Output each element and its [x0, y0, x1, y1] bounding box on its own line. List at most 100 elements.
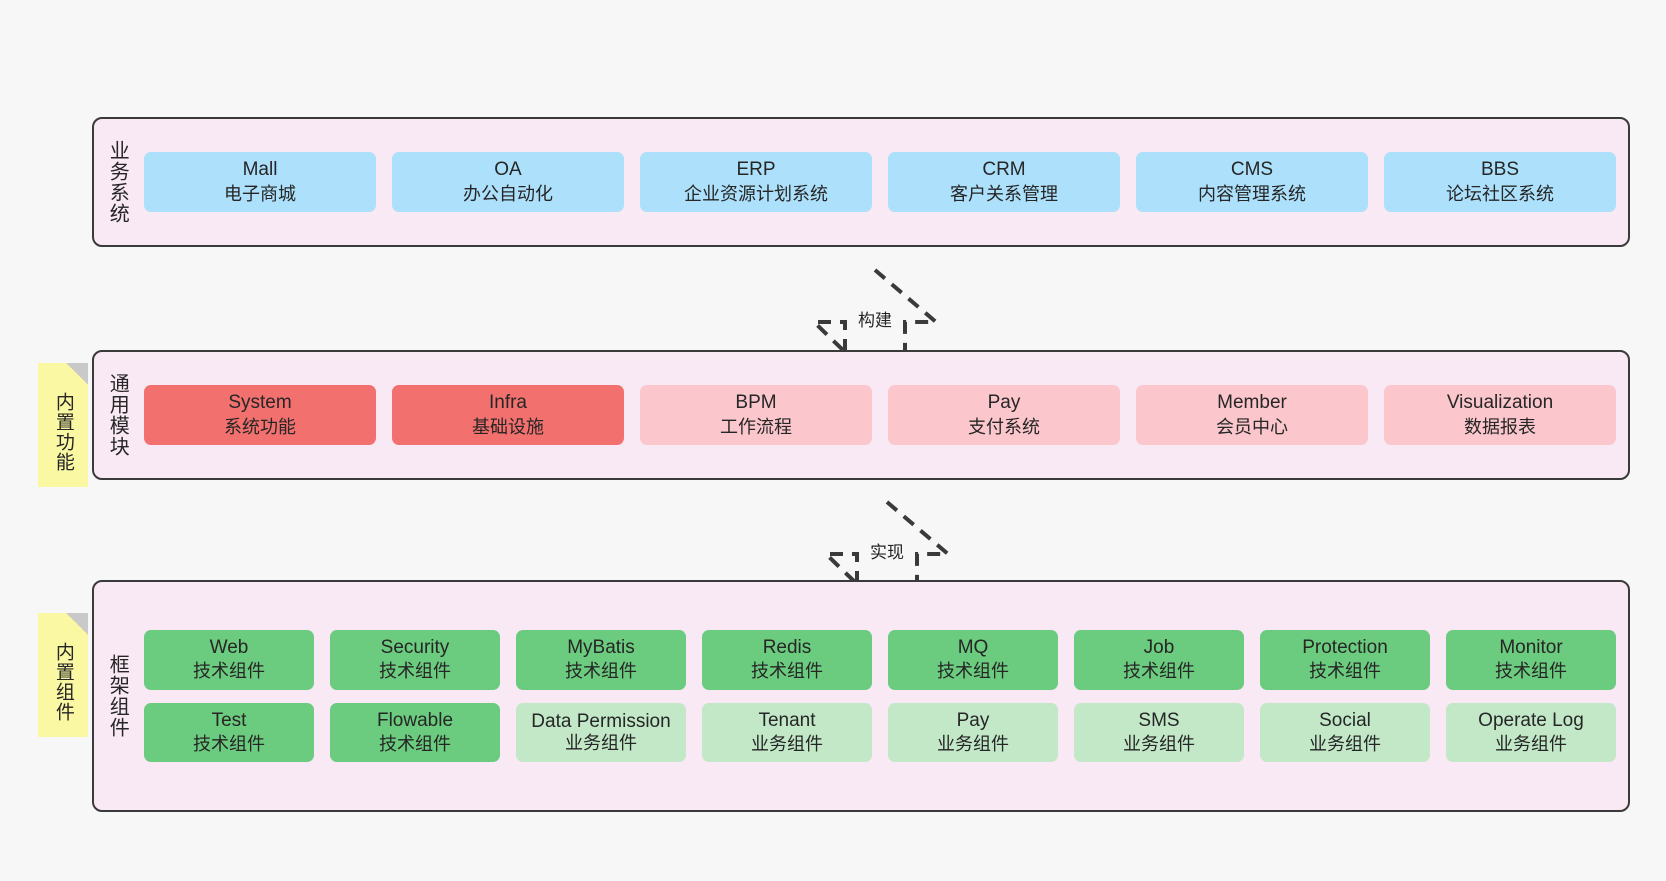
card-pay[interactable]: Pay 支付系统 — [888, 385, 1120, 445]
card-subtitle: 工作流程 — [720, 416, 792, 437]
card-subtitle: 技术组件 — [1495, 661, 1567, 682]
layer-body-framework-components: Web 技术组件 Security 技术组件 MyBatis 技术组件 Redi… — [140, 582, 1628, 810]
card-subtitle: 会员中心 — [1216, 416, 1288, 437]
card-monitor[interactable]: Monitor 技术组件 — [1446, 630, 1616, 690]
card-row: Mall 电子商城 OA 办公自动化 ERP 企业资源计划系统 CRM 客户关系… — [144, 152, 1616, 212]
layer-title-framework-components: 框架组件 — [106, 654, 129, 738]
card-erp[interactable]: ERP 企业资源计划系统 — [640, 152, 872, 212]
card-mq[interactable]: MQ 技术组件 — [888, 630, 1058, 690]
card-cms[interactable]: CMS 内容管理系统 — [1136, 152, 1368, 212]
sticky-note-builtin-features: 内置功能 — [38, 363, 88, 487]
card-pay-business[interactable]: Pay 业务组件 — [888, 702, 1058, 762]
card-title: Tenant — [758, 709, 816, 731]
card-title: Member — [1217, 392, 1287, 414]
layer-body-common-modules: System 系统功能 Infra 基础设施 BPM 工作流程 Pay 支付系统… — [140, 352, 1628, 478]
card-title: Data Permission — [531, 710, 671, 732]
connector-build-label: 构建 — [856, 306, 894, 331]
connector-implement-label: 实现 — [868, 538, 906, 563]
card-title: Web — [209, 637, 249, 659]
card-subtitle: 办公自动化 — [463, 183, 553, 204]
card-subtitle: 技术组件 — [193, 661, 265, 682]
card-subtitle: 技术组件 — [1123, 661, 1195, 682]
arrow-up-dashed-icon — [821, 500, 954, 589]
layer-title-common-modules: 通用模块 — [106, 373, 129, 457]
card-row: Web 技术组件 Security 技术组件 MyBatis 技术组件 Redi… — [144, 630, 1616, 690]
card-title: Security — [380, 637, 450, 659]
card-subtitle: 业务组件 — [1309, 733, 1381, 754]
card-subtitle: 论坛社区系统 — [1446, 183, 1554, 204]
card-title: OA — [494, 159, 522, 181]
card-title: Redis — [762, 637, 812, 659]
card-title: Social — [1319, 709, 1371, 731]
card-subtitle: 数据报表 — [1464, 416, 1536, 437]
card-title: Test — [211, 709, 247, 731]
card-subtitle: 业务组件 — [751, 733, 823, 754]
card-row: System 系统功能 Infra 基础设施 BPM 工作流程 Pay 支付系统… — [144, 385, 1616, 445]
card-subtitle: 电子商城 — [224, 183, 296, 204]
card-row: Test 技术组件 Flowable 技术组件 Data Permission … — [144, 702, 1616, 762]
card-mall[interactable]: Mall 电子商城 — [144, 152, 376, 212]
card-job[interactable]: Job 技术组件 — [1074, 630, 1244, 690]
card-title: Protection — [1302, 637, 1388, 659]
layer-body-business-systems: Mall 电子商城 OA 办公自动化 ERP 企业资源计划系统 CRM 客户关系… — [140, 119, 1628, 245]
card-visualization[interactable]: Visualization 数据报表 — [1384, 385, 1616, 445]
card-title: System — [228, 392, 292, 414]
card-subtitle: 技术组件 — [193, 733, 265, 754]
card-title: SMS — [1138, 709, 1180, 731]
card-security[interactable]: Security 技术组件 — [330, 630, 500, 690]
card-redis[interactable]: Redis 技术组件 — [702, 630, 872, 690]
card-title: Operate Log — [1478, 709, 1584, 731]
card-title: Monitor — [1499, 637, 1563, 659]
arrow-up-dashed-icon — [809, 268, 942, 357]
card-subtitle: 技术组件 — [379, 661, 451, 682]
card-subtitle: 内容管理系统 — [1198, 183, 1306, 204]
card-crm[interactable]: CRM 客户关系管理 — [888, 152, 1120, 212]
card-title: BPM — [735, 392, 777, 414]
card-sms[interactable]: SMS 业务组件 — [1074, 702, 1244, 762]
layer-title-business-systems: 业务系统 — [106, 140, 129, 224]
card-title: Pay — [956, 709, 990, 731]
card-flowable[interactable]: Flowable 技术组件 — [330, 702, 500, 762]
card-subtitle: 基础设施 — [472, 416, 544, 437]
sticky-note-label: 内置功能 — [52, 392, 74, 472]
card-title: ERP — [736, 159, 776, 181]
card-subtitle: 客户关系管理 — [950, 183, 1058, 204]
card-subtitle: 技术组件 — [565, 661, 637, 682]
card-subtitle: 系统功能 — [224, 416, 296, 437]
card-oa[interactable]: OA 办公自动化 — [392, 152, 624, 212]
card-web[interactable]: Web 技术组件 — [144, 630, 314, 690]
card-bpm[interactable]: BPM 工作流程 — [640, 385, 872, 445]
card-subtitle: 业务组件 — [565, 732, 637, 753]
card-test[interactable]: Test 技术组件 — [144, 702, 314, 762]
connector-build: 构建 — [800, 266, 950, 357]
card-title: CRM — [982, 159, 1026, 181]
sticky-note-builtin-components: 内置组件 — [38, 613, 88, 737]
layer-framework-components: 框架组件 Web 技术组件 Security 技术组件 MyBatis 技术组件… — [92, 580, 1630, 812]
card-operate-log[interactable]: Operate Log 业务组件 — [1446, 702, 1616, 762]
card-subtitle: 业务组件 — [937, 733, 1009, 754]
card-subtitle: 业务组件 — [1495, 733, 1567, 754]
card-tenant[interactable]: Tenant 业务组件 — [702, 702, 872, 762]
card-subtitle: 技术组件 — [937, 661, 1009, 682]
card-bbs[interactable]: BBS 论坛社区系统 — [1384, 152, 1616, 212]
card-subtitle: 技术组件 — [751, 661, 823, 682]
card-subtitle: 支付系统 — [968, 416, 1040, 437]
card-title: Mall — [242, 159, 278, 181]
card-system[interactable]: System 系统功能 — [144, 385, 376, 445]
card-title: Flowable — [376, 709, 454, 731]
card-title: CMS — [1230, 159, 1274, 181]
card-social[interactable]: Social 业务组件 — [1260, 702, 1430, 762]
layer-business-systems: 业务系统 Mall 电子商城 OA 办公自动化 ERP 企业资源计划系统 CRM… — [92, 117, 1630, 247]
card-mybatis[interactable]: MyBatis 技术组件 — [516, 630, 686, 690]
card-subtitle: 技术组件 — [1309, 661, 1381, 682]
card-infra[interactable]: Infra 基础设施 — [392, 385, 624, 445]
card-subtitle: 企业资源计划系统 — [684, 183, 828, 204]
card-member[interactable]: Member 会员中心 — [1136, 385, 1368, 445]
card-data-permission[interactable]: Data Permission 业务组件 — [516, 702, 686, 762]
layer-common-modules: 通用模块 System 系统功能 Infra 基础设施 BPM 工作流程 Pay… — [92, 350, 1630, 480]
sticky-note-label: 内置组件 — [52, 642, 74, 722]
card-title: Infra — [488, 392, 528, 414]
card-protection[interactable]: Protection 技术组件 — [1260, 630, 1430, 690]
card-title: MQ — [957, 637, 989, 659]
card-subtitle: 业务组件 — [1123, 733, 1195, 754]
